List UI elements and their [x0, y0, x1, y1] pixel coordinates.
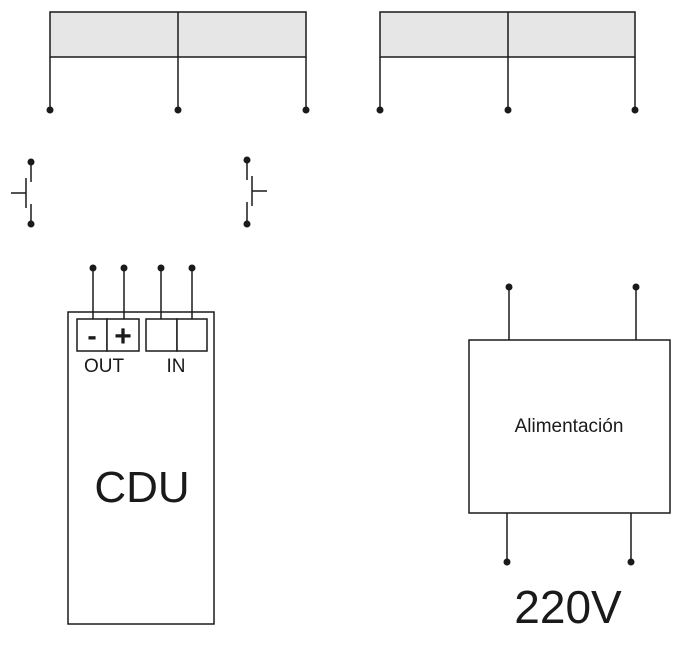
terminal-dot: [89, 264, 97, 272]
cdu-title: CDU: [94, 463, 189, 512]
cdu-in-terminal-2: [176, 318, 208, 352]
terminal-dot: [243, 156, 251, 164]
power-supply-voltage: 220V: [514, 581, 622, 633]
terminal-dot: [627, 558, 635, 566]
terminal-dot: [27, 220, 35, 228]
cdu-body: [67, 311, 215, 625]
terminal-dot: [27, 158, 35, 166]
power-supply-label: Alimentación: [515, 416, 624, 437]
terminal-dot: [632, 283, 640, 291]
terminal-dot: [174, 106, 182, 114]
cdu-in-label: IN: [167, 356, 186, 377]
power-supply: [468, 287, 671, 562]
relay-block-left: [49, 11, 307, 110]
terminal-dot: [243, 220, 251, 228]
terminal-dot: [46, 106, 54, 114]
cdu-out-minus-sign: -: [87, 320, 96, 351]
terminal-dot: [631, 106, 639, 114]
push-button-switch-left: [11, 162, 32, 224]
relay-block-right: [379, 11, 636, 110]
terminal-dot: [188, 264, 196, 272]
terminal-dot: [120, 264, 128, 272]
cdu-out-label: OUT: [84, 356, 125, 377]
cdu-in-terminal-1: [145, 318, 178, 352]
terminal-dot: [504, 106, 512, 114]
power-supply-body: [468, 339, 671, 514]
terminal-dot: [376, 106, 384, 114]
push-button-switch-right: [246, 160, 267, 224]
cdu-out-plus-sign: +: [114, 320, 132, 353]
terminal-dot: [302, 106, 310, 114]
terminal-dot: [503, 558, 511, 566]
terminal-dot: [505, 283, 513, 291]
terminal-dot: [157, 264, 165, 272]
cdu-out-plus-terminal: [106, 318, 140, 352]
cdu-unit: [67, 268, 215, 625]
